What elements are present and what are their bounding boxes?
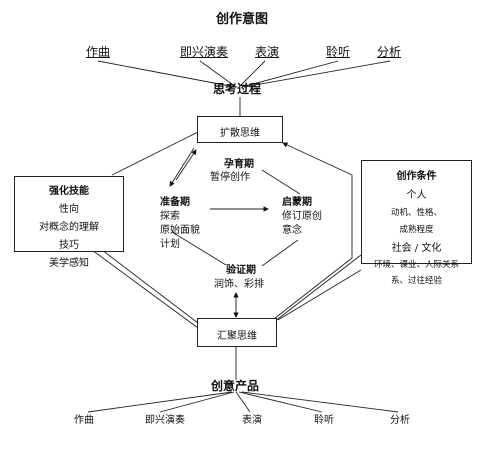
enabling-skills-line-3: 技巧 [59, 240, 79, 251]
illumination-label: 启蒙期 [282, 197, 312, 208]
conditions-box: 创作条件 个人 动机、性格、 成熟程度 社会 / 文化 环境、课业、人际关系 系… [361, 160, 472, 286]
bottom-item-listening: 聆听 [314, 415, 334, 426]
enabling-skills-line-2: 对概念的理解 [39, 222, 99, 233]
preparation-line-3: 计划 [160, 239, 180, 250]
incubation-desc: 暂停创作 [210, 172, 250, 183]
incubation-label: 孕育期 [224, 159, 254, 170]
top-item-analyzing: 分析 [377, 45, 402, 59]
conditions-line-1: 个人 [406, 190, 427, 201]
preparation-label: 准备期 [160, 197, 190, 208]
enabling-skills-box: 强化技能 性向 对概念的理解 技巧 美学感知 [14, 176, 124, 269]
illumination-line-1: 修订原创 [282, 211, 322, 222]
conditions-line-3: 成熟程度 [399, 225, 434, 235]
preparation-line-2: 原始面貌 [160, 225, 200, 236]
enabling-skills-line-4: 美学感知 [49, 258, 89, 269]
conditions-line-6: 系、过往经验 [390, 276, 442, 286]
page-title: 创作意图 [216, 12, 269, 27]
top-item-listening: 聆听 [326, 45, 351, 59]
thinking-process-label: 思考过程 [213, 82, 262, 96]
conditions-title: 创作条件 [396, 171, 437, 182]
convergent-thinking-box: 汇聚思维 [197, 318, 277, 347]
divergent-thinking-label: 扩散思维 [220, 128, 260, 139]
verification-label: 验证期 [226, 265, 256, 276]
divergent-thinking-box: 扩散思维 [197, 116, 283, 143]
top-item-composing: 作曲 [86, 45, 111, 59]
bottom-item-analyzing: 分析 [390, 415, 410, 426]
illumination-line-2: 意念 [282, 225, 302, 236]
enabling-skills-title: 强化技能 [49, 186, 89, 197]
enabling-skills-line-1: 性向 [59, 204, 79, 215]
bottom-item-performing: 表演 [242, 415, 262, 426]
bottom-item-composing: 作曲 [74, 415, 94, 426]
conditions-line-2: 动机、性格、 [390, 208, 442, 218]
verification-desc: 润饰、彩排 [214, 279, 264, 290]
top-item-improvising: 即兴演奏 [180, 45, 229, 59]
preparation-line-1: 探索 [160, 211, 180, 222]
conditions-line-5: 环境、课业、人际关系 [373, 260, 459, 270]
convergent-thinking-label: 汇聚思维 [217, 331, 257, 342]
conditions-line-4: 社会 / 文化 [391, 243, 442, 254]
bottom-item-improvising: 即兴演奏 [145, 415, 185, 426]
top-item-performing: 表演 [255, 45, 280, 59]
creative-product-label: 创意产品 [211, 379, 260, 393]
